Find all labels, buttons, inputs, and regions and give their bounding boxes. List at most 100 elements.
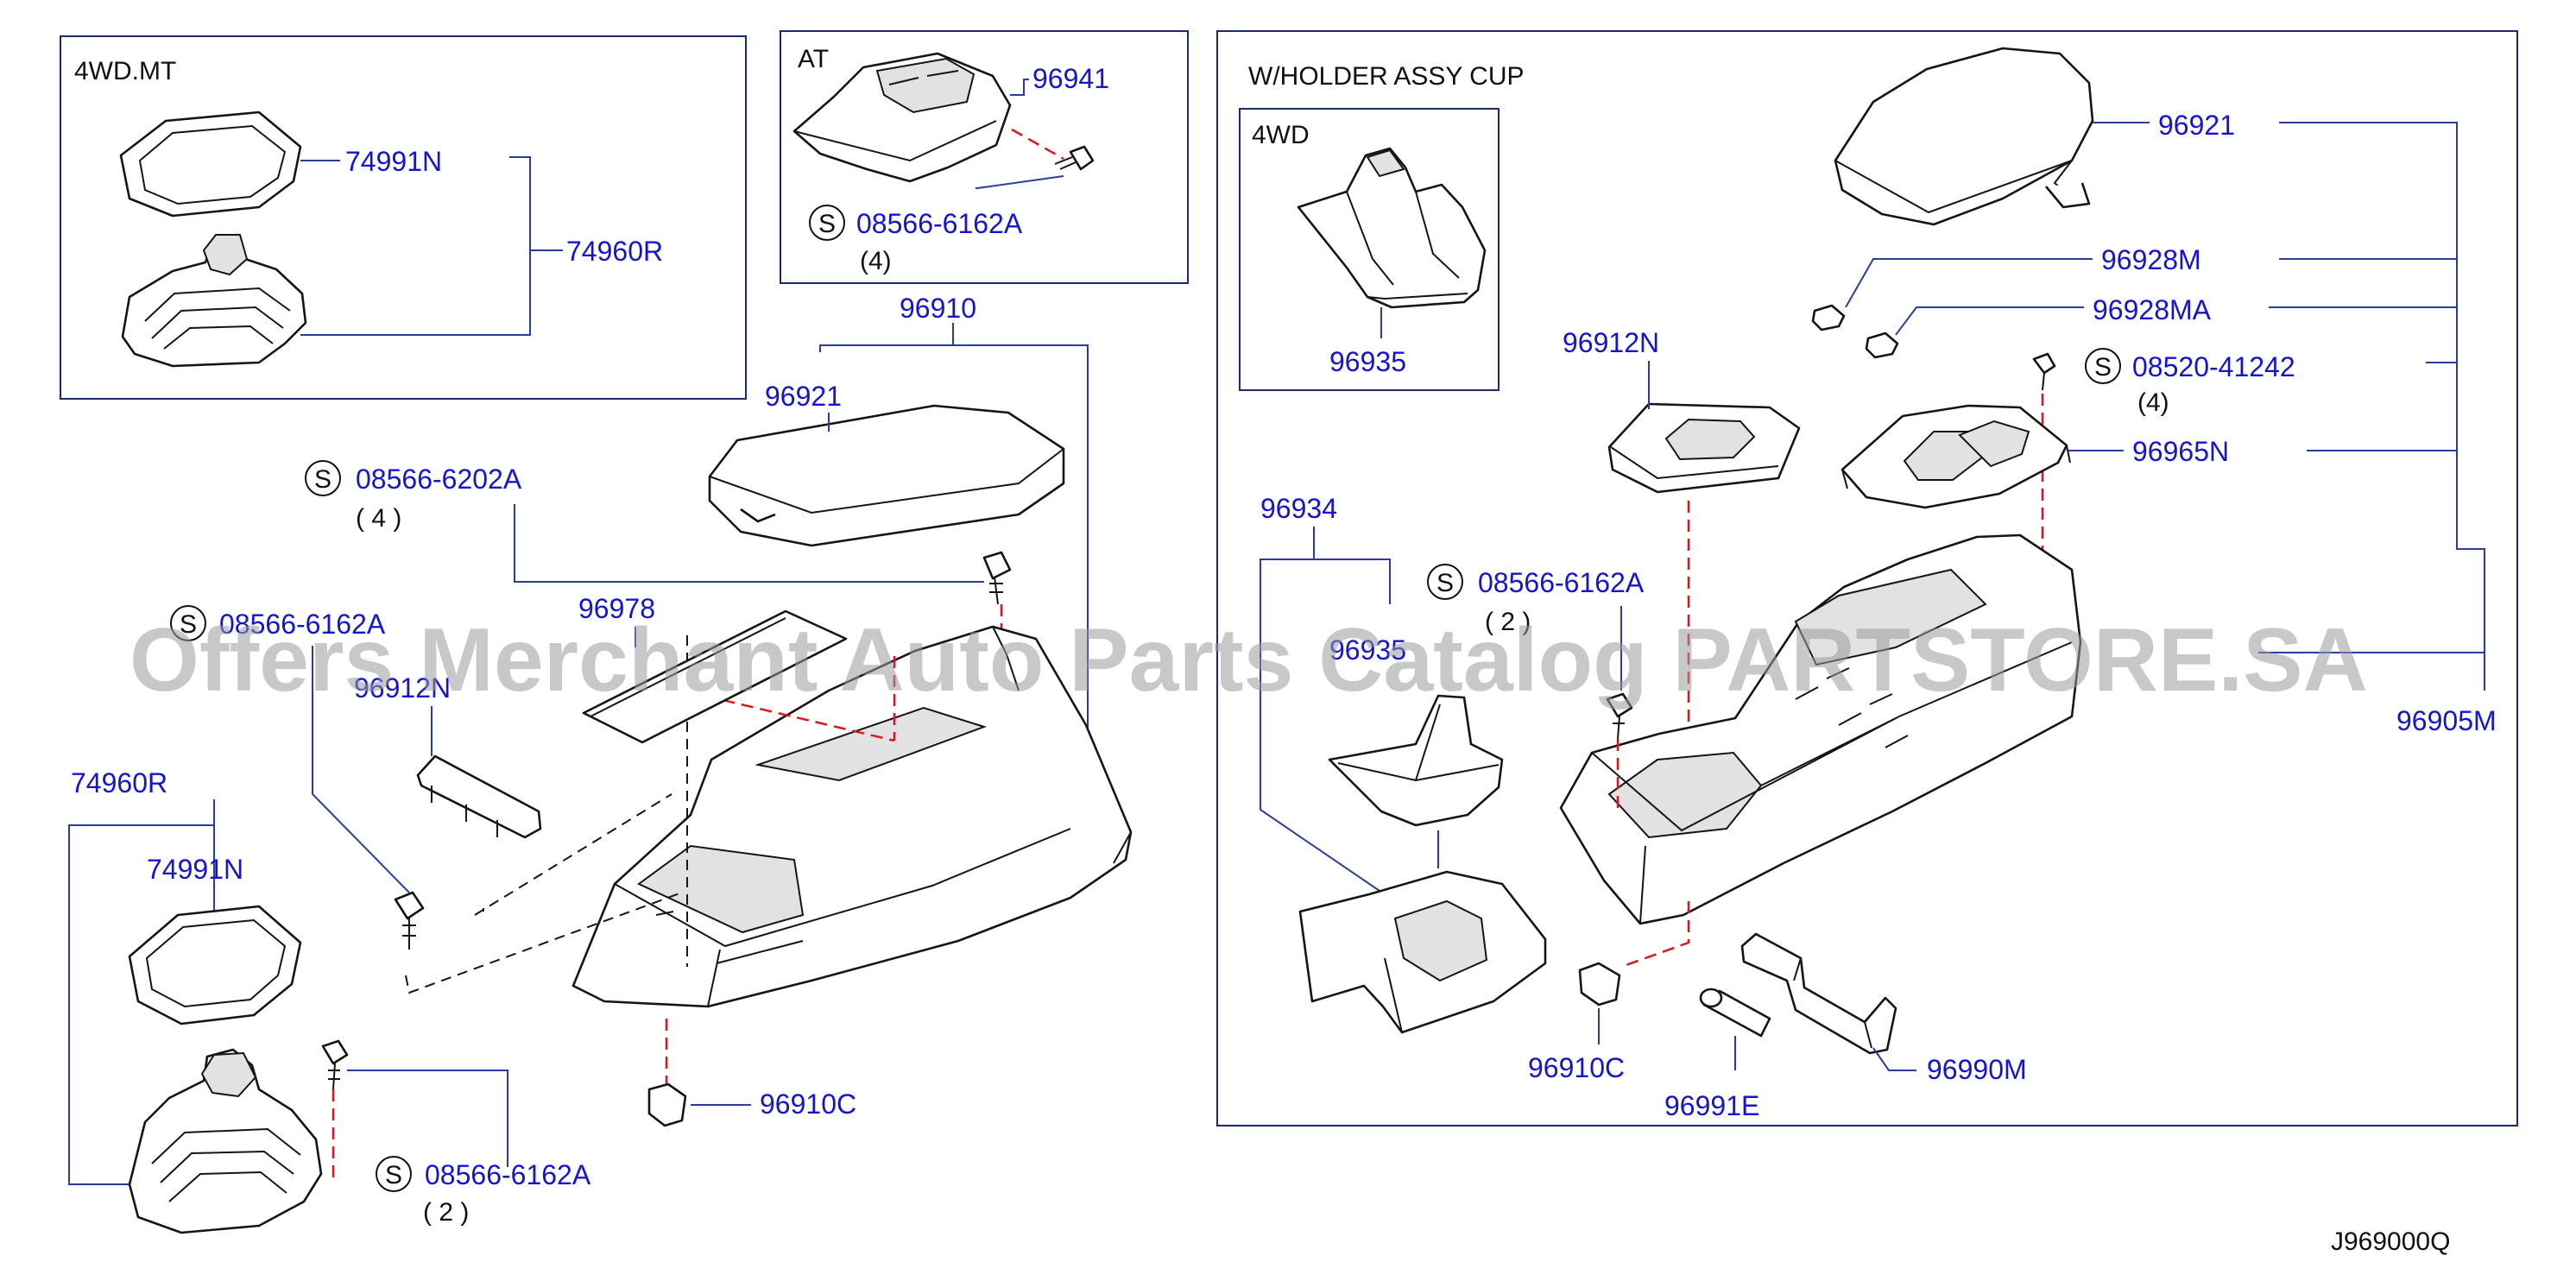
guide-96910c-right — [1620, 901, 1690, 969]
watermark-text: Offers Merchant Auto Parts Catalog PARTS… — [129, 610, 2368, 710]
label-96935-4wd: 96935 — [1329, 346, 1406, 377]
guide-96941-screw — [1011, 128, 1064, 161]
frame-cup-4wd-title: 4WD — [1252, 121, 1310, 149]
part-96978-drawing — [582, 609, 848, 744]
part-74991n-top-drawing — [119, 110, 302, 218]
s-symbol-right — [1427, 564, 1463, 600]
label-96928ma: 96928MA — [2093, 294, 2212, 325]
label-08566-6162a-at: 08566-6162A — [856, 208, 1023, 239]
label-74991n-left: 74991N — [147, 854, 243, 885]
part-96921-right-drawing — [1834, 47, 2094, 226]
leader-08566-6162a-at — [975, 175, 1064, 189]
frame-at — [780, 30, 1189, 284]
label-96941: 96941 — [1032, 63, 1109, 94]
part-96941-drawing — [792, 52, 1012, 183]
frame-cup-4wd — [1239, 108, 1500, 391]
leader-08566-6162a-left — [312, 646, 410, 893]
s-symbol-41242 — [2085, 348, 2121, 384]
qty-at: (4) — [860, 247, 892, 275]
label-74960r-left: 74960R — [71, 767, 167, 798]
part-96928ma-drawing — [1865, 331, 1899, 359]
part-96910c-right-drawing — [1578, 962, 1621, 1006]
part-96965n-drawing — [1840, 404, 2071, 509]
label-96905m: 96905M — [2396, 705, 2497, 736]
label-08566-6202a: 08566-6202A — [356, 464, 522, 495]
label-08566-6162a-left: 08566-6162A — [219, 609, 386, 640]
part-96910c-left-drawing — [647, 1082, 687, 1127]
part-08566-6162a-left-screw — [394, 891, 425, 950]
s-symbol-41242-text: S — [2094, 353, 2112, 382]
leader-08566-6162a-bottom — [347, 1070, 508, 1167]
leader-96941 — [1010, 79, 1029, 96]
part-96990m-drawing — [1740, 932, 1897, 1055]
qty-6202a: ( 4 ) — [356, 504, 401, 533]
guide-96978 — [704, 656, 896, 742]
part-74991n-left-drawing — [128, 905, 302, 1025]
label-96978: 96978 — [578, 593, 655, 624]
qty-bottom: ( 2 ) — [423, 1198, 469, 1227]
part-08566-6162a-bottom-screw — [321, 1039, 349, 1090]
s-symbol-bottom-text: S — [385, 1161, 402, 1190]
part-08566-6162a-right-screw — [1606, 692, 1633, 740]
part-96928m-drawing — [1811, 304, 1846, 331]
label-08520-41242: 08520-41242 — [2132, 351, 2295, 382]
label-96910c-left: 96910C — [760, 1089, 856, 1120]
leader-08566-6202a — [514, 504, 984, 583]
s-symbol-6202a — [305, 460, 341, 496]
bracket-96934 — [1260, 527, 1380, 892]
qty-41242: (4) — [2137, 388, 2169, 417]
label-96990m: 96990M — [1927, 1054, 2027, 1085]
part-08566-6162a-at-screw — [1054, 145, 1095, 171]
part-96991e-drawing — [1699, 988, 1771, 1038]
guide-96912n-screw — [405, 793, 683, 994]
part-96912n-right-drawing — [1607, 402, 1801, 494]
frame-4wd-mt — [60, 35, 747, 400]
bracket-74960r-top — [300, 156, 531, 336]
label-08566-6162a-right: 08566-6162A — [1478, 567, 1645, 598]
s-symbol-at-text: S — [818, 210, 836, 238]
label-96928m: 96928M — [2101, 244, 2201, 275]
leader-96934-boot — [1314, 558, 1391, 604]
leader-96928m — [1845, 258, 2093, 308]
qty-right: ( 2 ) — [1485, 608, 1531, 636]
bracket-74960r-left — [68, 824, 214, 1185]
label-96935-right: 96935 — [1329, 634, 1406, 666]
label-96912n-right: 96912N — [1563, 327, 1659, 358]
s-symbol-left-text: S — [180, 610, 197, 639]
frame-cup-holder — [1216, 30, 2518, 1126]
label-96910c-right: 96910C — [1528, 1052, 1625, 1083]
part-96921-left-drawing — [708, 404, 1065, 547]
label-96921-right: 96921 — [2158, 110, 2235, 141]
part-96935-right-drawing — [1328, 694, 1504, 827]
s-symbol-right-text: S — [1436, 569, 1454, 597]
label-96934: 96934 — [1260, 493, 1337, 524]
part-08520-41242-screw — [2032, 352, 2056, 391]
label-96910: 96910 — [900, 293, 976, 324]
s-symbol-at — [809, 205, 845, 241]
frame-at-title: AT — [798, 45, 829, 73]
part-96910-left-console-drawing — [571, 625, 1133, 1008]
label-96991e: 96991E — [1664, 1090, 1759, 1121]
leader-96928ma — [1895, 306, 2084, 336]
label-96921-left: 96921 — [765, 381, 842, 412]
label-08566-6162a-bottom: 08566-6162A — [425, 1159, 591, 1190]
s-symbol-6202a-text: S — [314, 465, 331, 494]
diagram-code: J969000Q — [2331, 1227, 2450, 1256]
s-symbol-bottom — [376, 1156, 412, 1192]
s-symbol-left — [170, 605, 206, 641]
part-74960r-left-drawing — [128, 1048, 323, 1234]
bracket-96905m — [2258, 122, 2485, 691]
part-96905m-console-drawing — [1559, 533, 2082, 925]
label-96965n: 96965N — [2132, 436, 2229, 467]
part-08566-6202a-screw — [982, 551, 1012, 605]
frame-4wd-mt-title: 4WD.MT — [74, 57, 176, 85]
leader-96990m — [1872, 1047, 1916, 1071]
label-74960r-top: 74960R — [566, 236, 663, 267]
part-96934-drawing — [1298, 870, 1547, 1034]
label-96912n-left: 96912N — [354, 672, 451, 704]
part-74960r-top-drawing — [121, 233, 307, 368]
frame-cup-holder-title: W/HOLDER ASSY CUP — [1248, 62, 1525, 91]
part-96935-4wd-drawing — [1297, 147, 1487, 309]
